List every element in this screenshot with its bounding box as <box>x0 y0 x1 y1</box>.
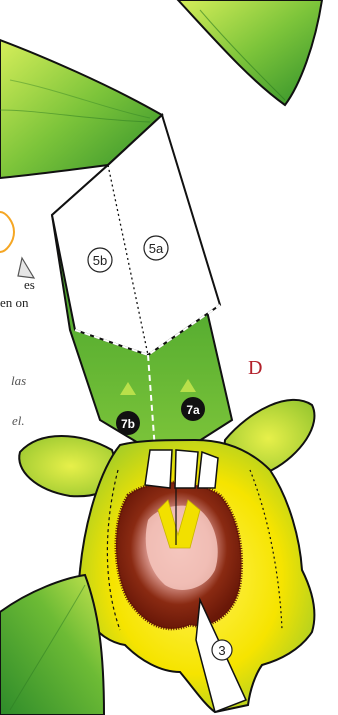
italic-fragment-1: las <box>11 373 26 388</box>
triangle-icon <box>18 258 34 278</box>
text-fragment-1: es <box>24 277 35 292</box>
column-white-tab <box>145 450 172 488</box>
leaf-bottom-left <box>0 575 104 715</box>
section-letter: D <box>248 357 262 379</box>
orange-circle-fragment <box>0 212 14 252</box>
column-white-tab-3 <box>198 452 218 488</box>
leaf-top-right <box>178 0 322 105</box>
italic-fragment-2: el. <box>12 413 25 428</box>
label-3: 3 <box>218 643 225 658</box>
text-fragment-2: en on <box>0 295 29 310</box>
label-7a: 7a <box>186 403 200 417</box>
label-5a: 5a <box>149 241 164 256</box>
column-white-tab-2 <box>175 450 198 488</box>
label-5b: 5b <box>93 253 107 268</box>
label-7b: 7b <box>121 417 135 431</box>
